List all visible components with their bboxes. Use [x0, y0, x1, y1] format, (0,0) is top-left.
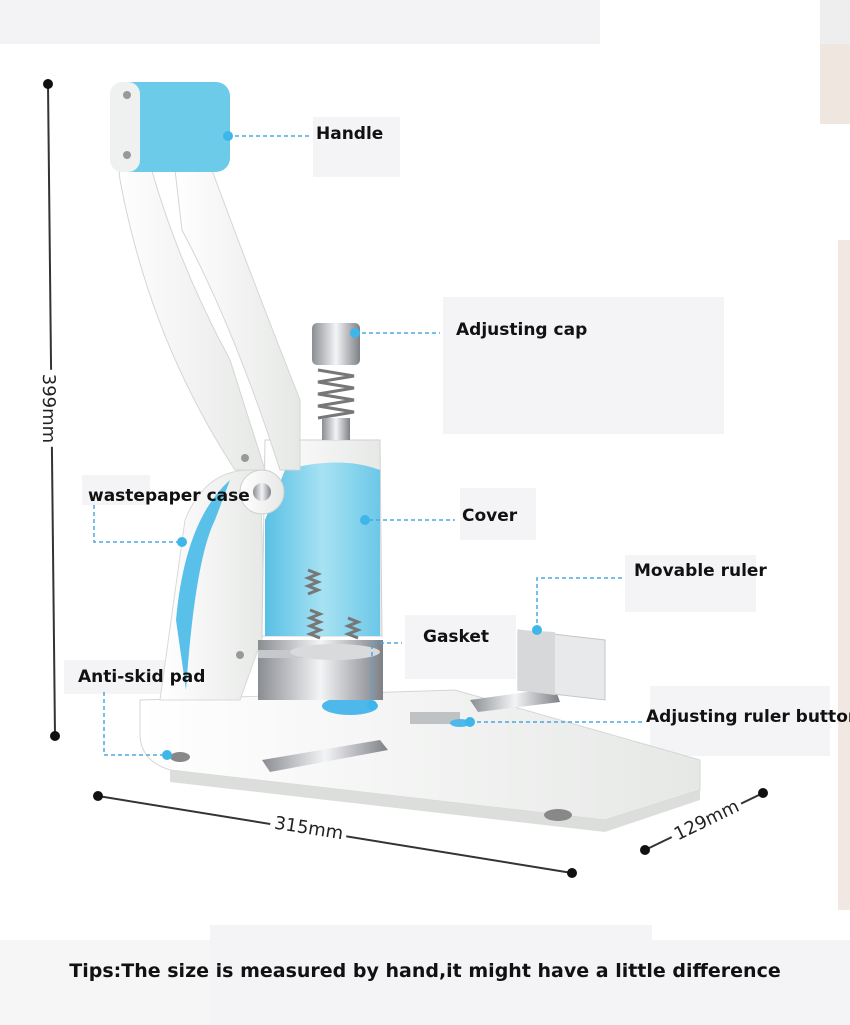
width-dim-right-dot	[567, 868, 577, 878]
label-cover: Cover	[462, 506, 518, 526]
wastepaper-case	[176, 480, 230, 690]
label-movable-ruler: Movable ruler	[634, 561, 767, 581]
label-adjusting-cap: Adjusting cap	[456, 320, 588, 340]
foot-right	[544, 809, 572, 821]
adjusting-cap	[312, 323, 360, 365]
label-handle: Handle	[316, 124, 384, 144]
label-bg-ruler-button	[650, 686, 830, 756]
base	[139, 689, 701, 821]
label-adjusting-ruler-button: Adjusting ruler button	[646, 707, 850, 727]
handle-arm-left	[111, 99, 266, 471]
top-bar	[0, 0, 600, 44]
height-dim-bottom-dot	[50, 731, 60, 741]
gasket-disc	[322, 697, 378, 715]
label-bg-cover	[460, 488, 536, 540]
depth-dim-right-dot	[758, 788, 768, 798]
bottom-left-patch	[0, 940, 210, 1025]
label-bg-gasket	[405, 615, 516, 679]
label-gasket: Gasket	[423, 627, 490, 647]
top-right-patch	[820, 0, 850, 44]
front-plate	[262, 740, 388, 772]
movable-ruler-rail	[470, 688, 560, 712]
cover	[265, 462, 380, 636]
label-bg-adjusting-cap	[443, 297, 724, 434]
ruler-button	[450, 719, 470, 727]
label-bg-wastepaper	[82, 475, 150, 505]
leader-lines	[93, 135, 645, 756]
label-bg-movable-ruler	[625, 555, 756, 612]
ruler-slot	[410, 712, 460, 724]
tips-text: Tips:The size is measured by hand,it mig…	[69, 960, 781, 982]
label-anti-skid-pad: Anti-skid pad	[78, 667, 206, 687]
springs	[303, 568, 363, 640]
right-edge-patch	[820, 44, 850, 124]
label-wastepaper-case: wastepaper case	[88, 486, 250, 506]
label-bg-handle	[313, 117, 400, 177]
cap-spring	[317, 368, 355, 420]
foot-left	[170, 752, 190, 762]
tips-bg	[210, 925, 652, 1025]
bottom-right-patch	[652, 940, 850, 1025]
leader-dots	[162, 131, 542, 760]
height-dim-top-dot	[43, 79, 53, 89]
width-dim-left-dot	[93, 791, 103, 801]
right-edge-patch-2	[838, 240, 850, 910]
depth-dim-left-dot	[640, 845, 650, 855]
dim-height: 399mm	[38, 369, 60, 448]
handle-arm-right	[174, 169, 301, 471]
